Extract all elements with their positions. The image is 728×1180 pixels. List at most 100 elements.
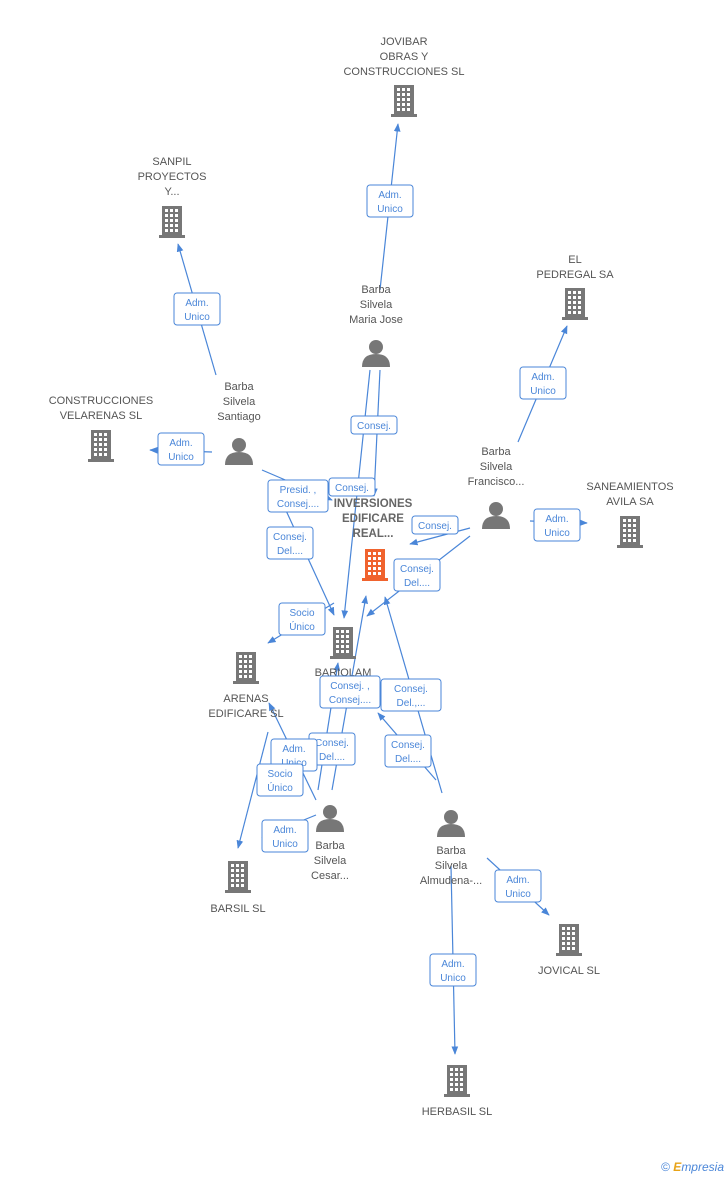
node-label-line: REAL... [353,528,394,540]
node-label-line: JOVIBAR [380,36,427,48]
copyright-footer[interactable]: © Empresia [661,1160,724,1174]
person-icon [362,340,390,367]
edge-label-text: Del.... [277,546,303,557]
edge-label-text: Unico [440,973,466,984]
node-label-line: CONSTRUCCIONES [49,395,154,407]
building-icon [444,1065,470,1097]
edge-label-e9[interactable]: Consej. Del.... [266,526,314,560]
edge-label-text: Consej. [391,740,425,751]
edge-label-text: Socio [267,769,292,780]
edge-label-text: Adm. [273,825,296,836]
edge-label-e16[interactable]: Consej. Del.... [384,734,432,768]
edge-label-text: Consej.... [277,499,319,510]
node-label-line: Barba [436,845,466,857]
node-label-line: BARSIL SL [210,903,265,915]
node-jovibar[interactable]: JOVIBAR OBRAS Y CONSTRUCCIONES SL [343,36,465,117]
node-inversiones[interactable]: INVERSIONES EDIFICARE REAL... [334,498,413,581]
node-label-line: JOVICAL SL [538,965,600,977]
node-label-line: Silvela [435,860,468,872]
copyright-symbol: © [661,1160,670,1174]
edge-label-e15[interactable]: Consej. Del.,... [380,678,442,712]
edge-label-text: Del.... [395,754,421,765]
building-icon [233,652,259,684]
edge-label-e1[interactable]: Adm.Unico [366,184,414,218]
node-label-line: OBRAS Y [380,51,429,63]
node-label-line: Barba [315,840,345,852]
edge-label-text: Consej. [394,684,428,695]
node-label-line: CONSTRUCCIONES SL [343,66,464,78]
building-icon [88,430,114,462]
edge-label-e20[interactable]: Adm.Unico [494,869,542,903]
node-almudena[interactable]: BarbaSilvelaAlmudena-... [420,810,482,887]
building-icon [225,861,251,893]
edge-label-e5[interactable]: Adm.Unico [533,508,581,542]
edge-label-text: Presid. , [280,485,317,496]
node-label-line: AVILA SA [606,496,654,508]
person-icon [437,810,465,837]
edge-label-text: Adm. [545,514,568,525]
edge-label-e4[interactable]: Adm.Unico [519,366,567,400]
edge-label-e8[interactable]: Presid. , Consej.... [267,479,329,513]
building-icon [556,924,582,956]
edge-label-e11[interactable]: Consej. Del.... [393,558,441,592]
edge-label-e14[interactable]: Consej.Del.... [308,732,356,766]
node-jovical[interactable]: JOVICAL SL [538,924,600,977]
node-barsil[interactable]: BARSIL SL [210,861,266,915]
node-label-line: Silvela [480,461,513,473]
edge-label-e3[interactable]: Adm.Unico [157,432,205,466]
edge-label-e19[interactable]: Adm. Unico [261,819,309,853]
node-velarenas[interactable]: CONSTRUCCIONES VELARENAS SL [49,395,154,462]
person-icon [316,805,344,832]
edge-label-text: Consej. [273,532,307,543]
edge-label-e10[interactable]: Consej. [411,515,459,535]
edge-arenas-to-barsil [236,731,269,849]
node-herbasil[interactable]: HERBASIL SL [422,1065,493,1118]
node-label-line: Maria Jose [349,314,403,326]
node-label-line: Barba [481,446,511,458]
node-label-line: VELARENAS SL [60,410,143,422]
edge-label-text: Del.... [319,752,345,763]
building-icon [617,516,643,548]
node-label-line: INVERSIONES [334,498,413,510]
edge-label-e7[interactable]: Consej. [328,477,376,497]
building-icon [159,206,185,238]
brand-logo-initial: E [673,1160,682,1174]
edge-label-text: Del.... [404,578,430,589]
node-label-line: EDIFICARE [342,513,404,525]
edge-label-e2[interactable]: Adm.Unico [173,292,221,326]
node-label-line: PEDREGAL SA [536,269,614,281]
building-icon [330,627,356,659]
node-cesar[interactable]: BarbaSilvelaCesar... [311,805,349,882]
node-label-line: Santiago [217,411,260,423]
edge-label-text: Consej. [400,564,434,575]
node-label-line: Silvela [314,855,347,867]
edge-label-text: Único [267,781,293,794]
edge-label-text: Consej. [357,421,391,432]
edge-label-text: Adm. [441,959,464,970]
brand-name: mpresia [681,1160,724,1174]
node-label-line: PROYECTOS [138,171,207,183]
node-label-line: Silvela [223,396,256,408]
edge-label-text: Adm. [378,190,401,201]
node-label-line: SANEAMIENTOS [586,481,673,493]
edge-label-text: Del.,... [397,698,426,709]
edge-label-e21[interactable]: Adm. Unico [429,953,477,987]
edge-label-e13[interactable]: Consej. ,Consej.... [319,675,381,709]
edge-label-text: Unico [272,839,298,850]
node-saneamientos[interactable]: SANEAMIENTOS AVILA SA [586,481,674,548]
node-sanpil[interactable]: SANPILPROYECTOSY... [138,156,207,238]
node-label-line: Y... [164,186,179,198]
node-label-line: HERBASIL SL [422,1106,493,1118]
edge-label-e6[interactable]: Consej. [350,415,398,435]
node-francisco[interactable]: BarbaSilvelaFrancisco... [468,446,525,529]
edge-label-text: Consej. [335,483,369,494]
building-icon [362,549,388,581]
